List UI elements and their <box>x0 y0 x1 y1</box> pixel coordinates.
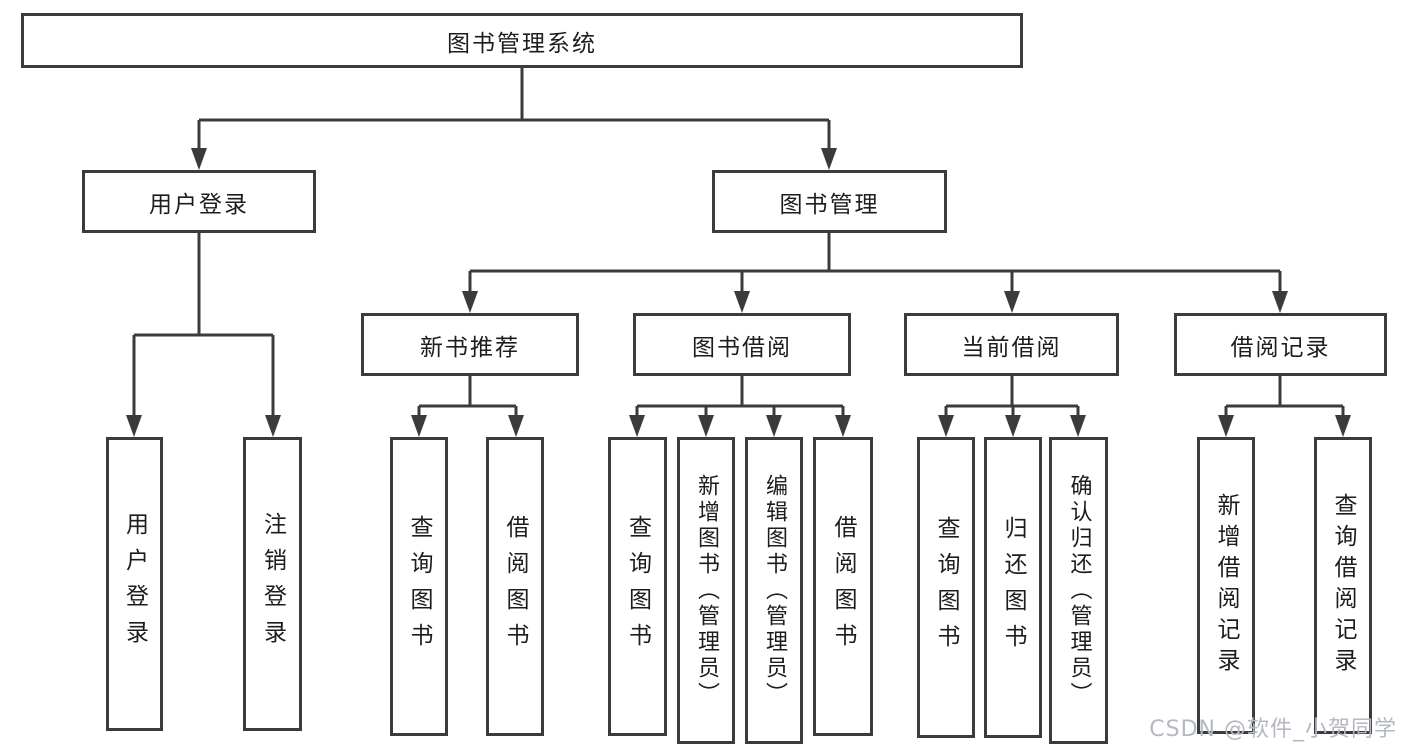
node-root: 图书管理系统 <box>21 13 1023 68</box>
leaf-query-books-1: 查询图书 <box>390 437 448 736</box>
leaf-edit-book-admin: 编辑图书（管理员） <box>745 437 803 744</box>
leaf-borrow-books-1: 借阅图书 <box>486 437 544 736</box>
leaf-borrow-books-2: 借阅图书 <box>813 437 873 736</box>
csdn-watermark: CSDN @软件_小贺同学 <box>1149 717 1397 742</box>
leaf-add-borrow-record: 新增借阅记录 <box>1197 437 1255 734</box>
node-borrow-records: 借阅记录 <box>1174 313 1387 376</box>
leaf-logout: 注销登录 <box>243 437 302 731</box>
node-new-book-recommend: 新书推荐 <box>361 313 579 376</box>
leaf-query-books-3: 查询图书 <box>917 437 975 738</box>
arrowhead-icons <box>126 148 1351 437</box>
leaf-add-book-admin: 新增图书（管理员） <box>677 437 735 744</box>
leaf-return-book: 归还图书 <box>984 437 1042 738</box>
leaf-query-borrow-record: 查询借阅记录 <box>1314 437 1372 734</box>
leaf-query-books-2: 查询图书 <box>608 437 667 736</box>
node-book-borrow: 图书借阅 <box>633 313 851 376</box>
node-user-login-group: 用户登录 <box>82 170 316 233</box>
leaf-user-login: 用户登录 <box>106 437 163 731</box>
node-book-management: 图书管理 <box>712 170 947 233</box>
leaf-confirm-return-admin: 确认归还（管理员） <box>1049 437 1108 744</box>
node-current-borrow: 当前借阅 <box>904 313 1119 376</box>
